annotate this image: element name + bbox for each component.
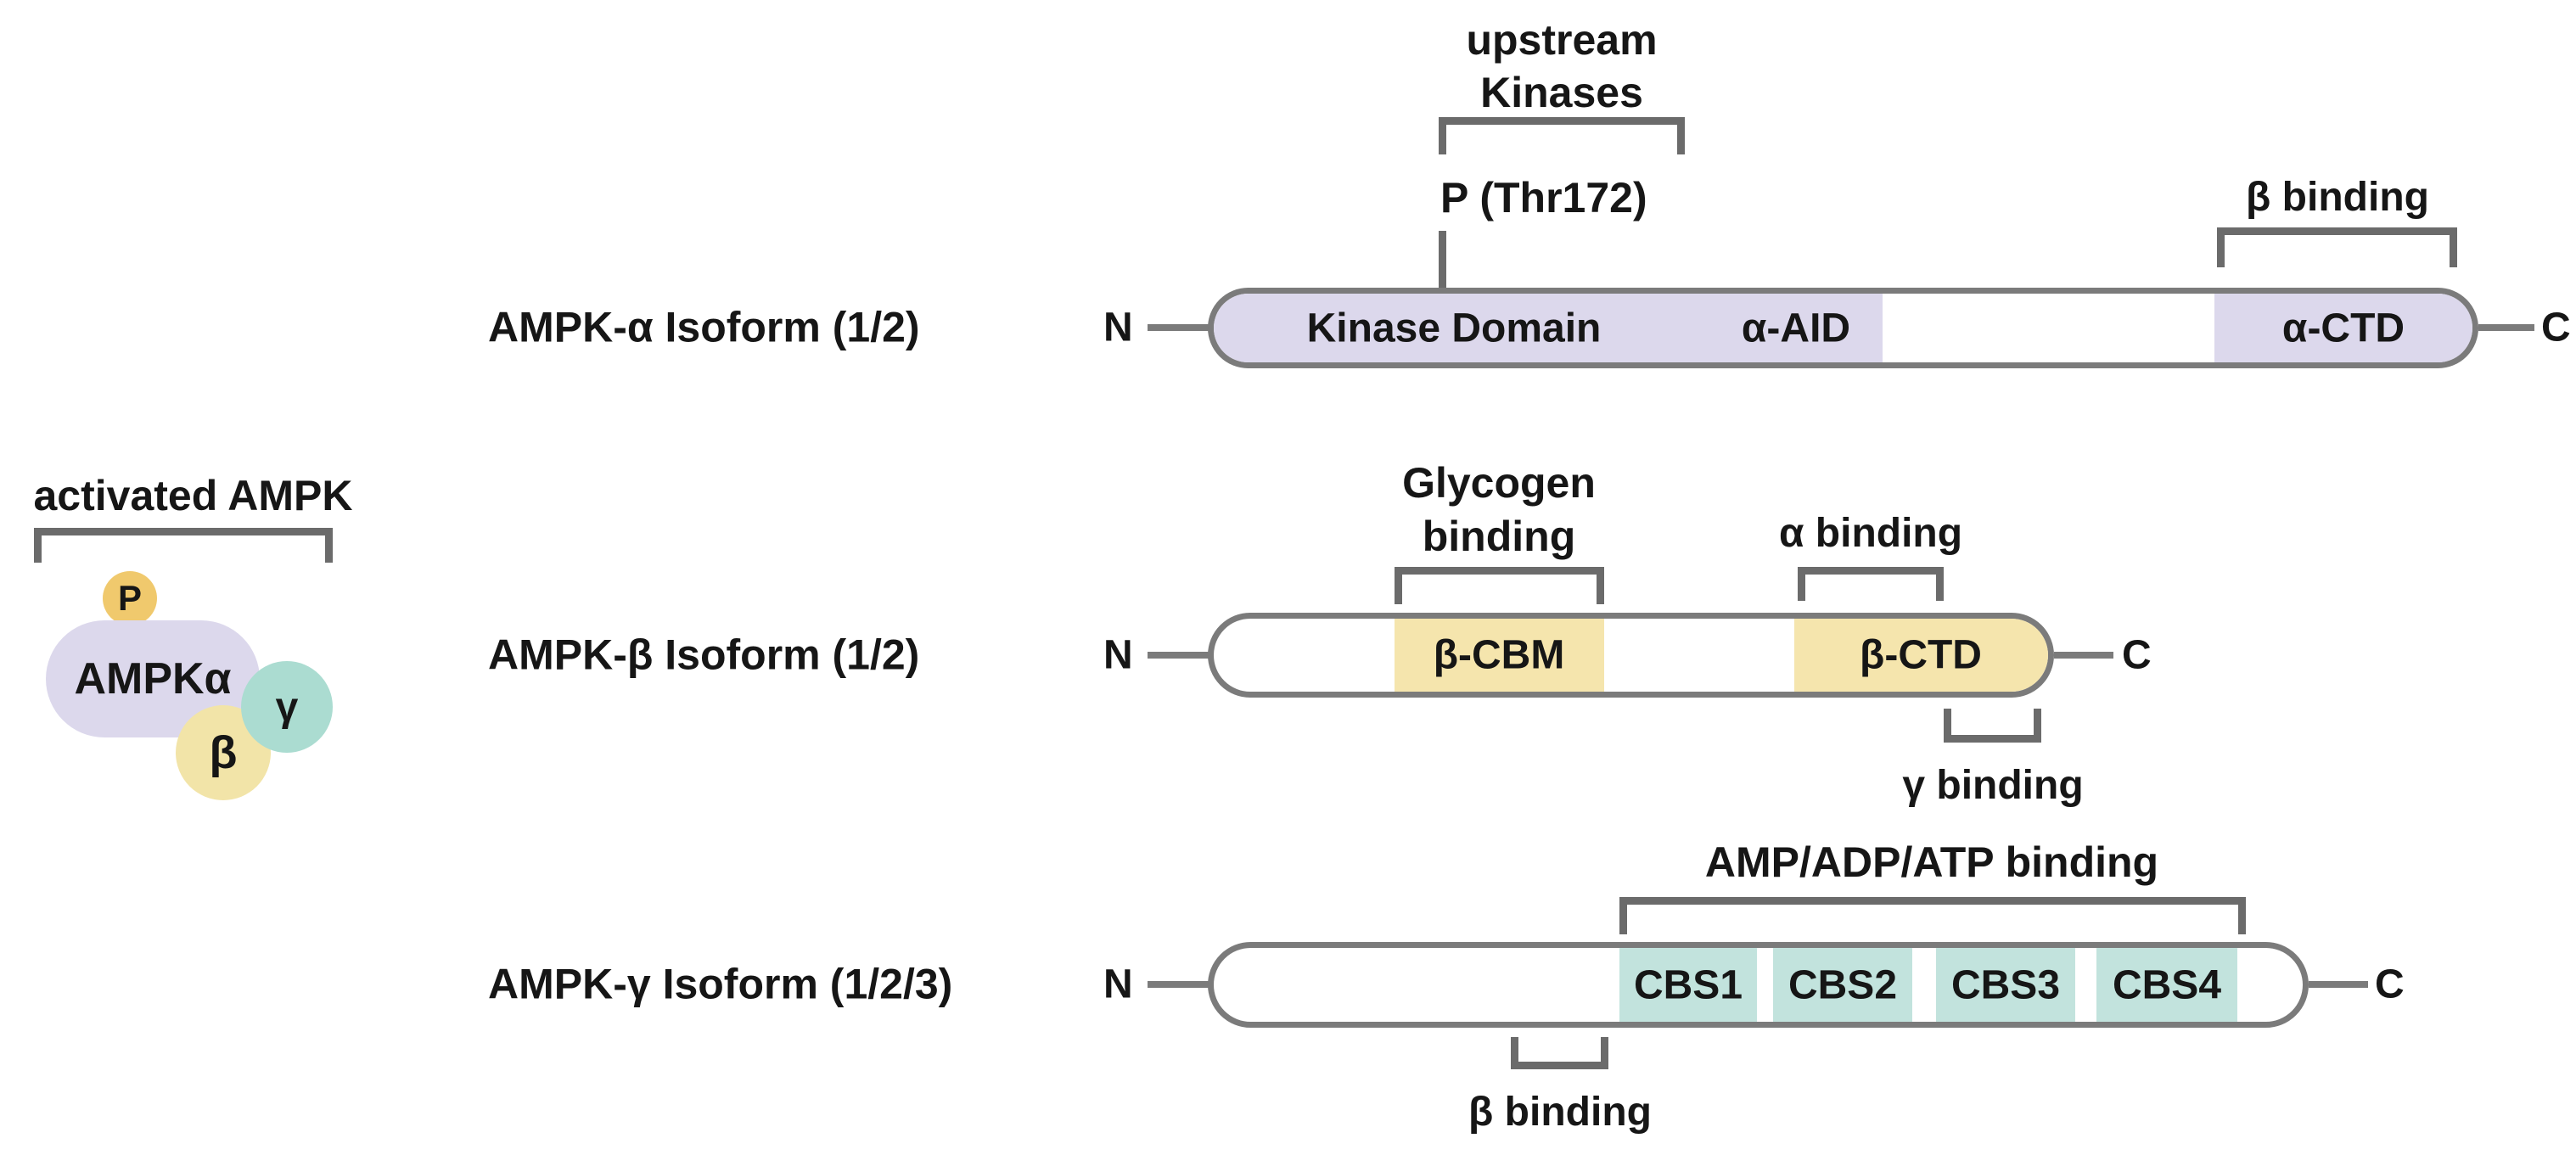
row-beta-n-connector bbox=[1148, 652, 1209, 659]
cbs2-segment bbox=[1773, 948, 1912, 1022]
row-beta-c-connector bbox=[2054, 652, 2113, 659]
row-alpha-domain-bar: Kinase Domain α-AID α-CTD bbox=[1208, 288, 2478, 368]
kinase-domain-label: Kinase Domain bbox=[1306, 306, 1602, 350]
row-gamma-domain-bar: CBS1 CBS2 CBS3 CBS4 bbox=[1208, 942, 2309, 1028]
beta-ctd-label: β-CTD bbox=[1860, 632, 1982, 678]
row-beta-n-terminus: N bbox=[1103, 632, 1133, 678]
cbs3-label: CBS3 bbox=[1950, 962, 2061, 1007]
alpha-kinase-aid-segment bbox=[1214, 294, 1883, 362]
gamma-row-beta-binding-bracket bbox=[1511, 1037, 1608, 1069]
gamma-row-beta-binding-label: β binding bbox=[1468, 1090, 1652, 1135]
ampk-alpha-blob: AMPKα bbox=[46, 620, 260, 737]
row-gamma-n-terminus: N bbox=[1103, 962, 1133, 1007]
beta-ctd-segment bbox=[1794, 619, 2048, 692]
upstream-kinases-line2: Kinases bbox=[1480, 69, 1643, 116]
phospho-p-circle: P bbox=[103, 571, 157, 625]
gamma-binding-label: γ binding bbox=[1902, 763, 2084, 808]
glycogen-binding-line2: binding bbox=[1422, 513, 1576, 560]
row-alpha-n-terminus: N bbox=[1103, 305, 1133, 350]
row-alpha-c-connector bbox=[2478, 324, 2534, 331]
cbs1-segment bbox=[1619, 948, 1757, 1022]
ampk-alpha-blob-label: AMPKα bbox=[74, 654, 232, 704]
row-gamma-n-connector bbox=[1148, 981, 1209, 988]
cbs1-label: CBS1 bbox=[1633, 962, 1743, 1007]
upstream-kinases-bracket bbox=[1439, 117, 1685, 154]
cbs2-label: CBS2 bbox=[1787, 962, 1898, 1007]
amp-adp-atp-binding-label: AMP/ADP/ATP binding bbox=[1704, 838, 2159, 886]
activated-ampk-bracket bbox=[34, 528, 333, 563]
alpha-binding-bracket bbox=[1798, 567, 1944, 601]
amp-adp-atp-binding-bracket bbox=[1619, 897, 2246, 934]
gamma-subunit-label: γ bbox=[275, 684, 299, 730]
phospho-site-tick bbox=[1439, 231, 1446, 288]
alpha-binding-label: α binding bbox=[1778, 511, 1963, 556]
cbs3-segment bbox=[1936, 948, 2075, 1022]
row-beta-domain-bar: β-CBM β-CTD bbox=[1208, 613, 2054, 698]
row-alpha-c-terminus: C bbox=[2541, 305, 2571, 350]
cbs4-segment bbox=[2096, 948, 2237, 1022]
gamma-binding-bracket bbox=[1944, 709, 2041, 743]
alpha-ctd-segment bbox=[2214, 294, 2472, 362]
glycogen-binding-bracket bbox=[1395, 567, 1604, 604]
glycogen-binding-label: Glycogen binding bbox=[1372, 457, 1626, 563]
beta-cbm-segment bbox=[1395, 619, 1604, 692]
row-beta-c-terminus: C bbox=[2122, 632, 2152, 678]
row-alpha-label: AMPK-α Isoform (1/2) bbox=[488, 303, 920, 351]
row-gamma-label: AMPK-γ Isoform (1/2/3) bbox=[488, 960, 953, 1008]
alpha-row-beta-binding-label: β binding bbox=[2246, 175, 2429, 220]
row-beta-label: AMPK-β Isoform (1/2) bbox=[488, 631, 920, 679]
row-gamma-c-terminus: C bbox=[2375, 962, 2405, 1007]
upstream-kinases-line1: upstream bbox=[1466, 16, 1658, 64]
alpha-ctd-label: α-CTD bbox=[2281, 306, 2405, 350]
upstream-kinases-label: upstream Kinases bbox=[1392, 14, 1731, 119]
row-gamma-c-connector bbox=[2309, 981, 2368, 988]
alpha-aid-label: α-AID bbox=[1741, 306, 1851, 350]
row-alpha-n-connector bbox=[1148, 324, 1209, 331]
cbs4-label: CBS4 bbox=[2112, 962, 2222, 1007]
beta-cbm-label: β-CBM bbox=[1433, 632, 1565, 678]
activated-ampk-title: activated AMPK bbox=[33, 472, 353, 519]
beta-subunit-circle: β bbox=[176, 705, 271, 800]
gamma-subunit-circle: γ bbox=[241, 661, 333, 753]
phospho-site-label: P (Thr172) bbox=[1440, 174, 1647, 221]
phospho-p-label: P bbox=[117, 578, 142, 618]
beta-subunit-label: β bbox=[209, 727, 238, 778]
alpha-row-beta-binding-bracket bbox=[2217, 227, 2457, 267]
glycogen-binding-line1: Glycogen bbox=[1402, 459, 1596, 507]
